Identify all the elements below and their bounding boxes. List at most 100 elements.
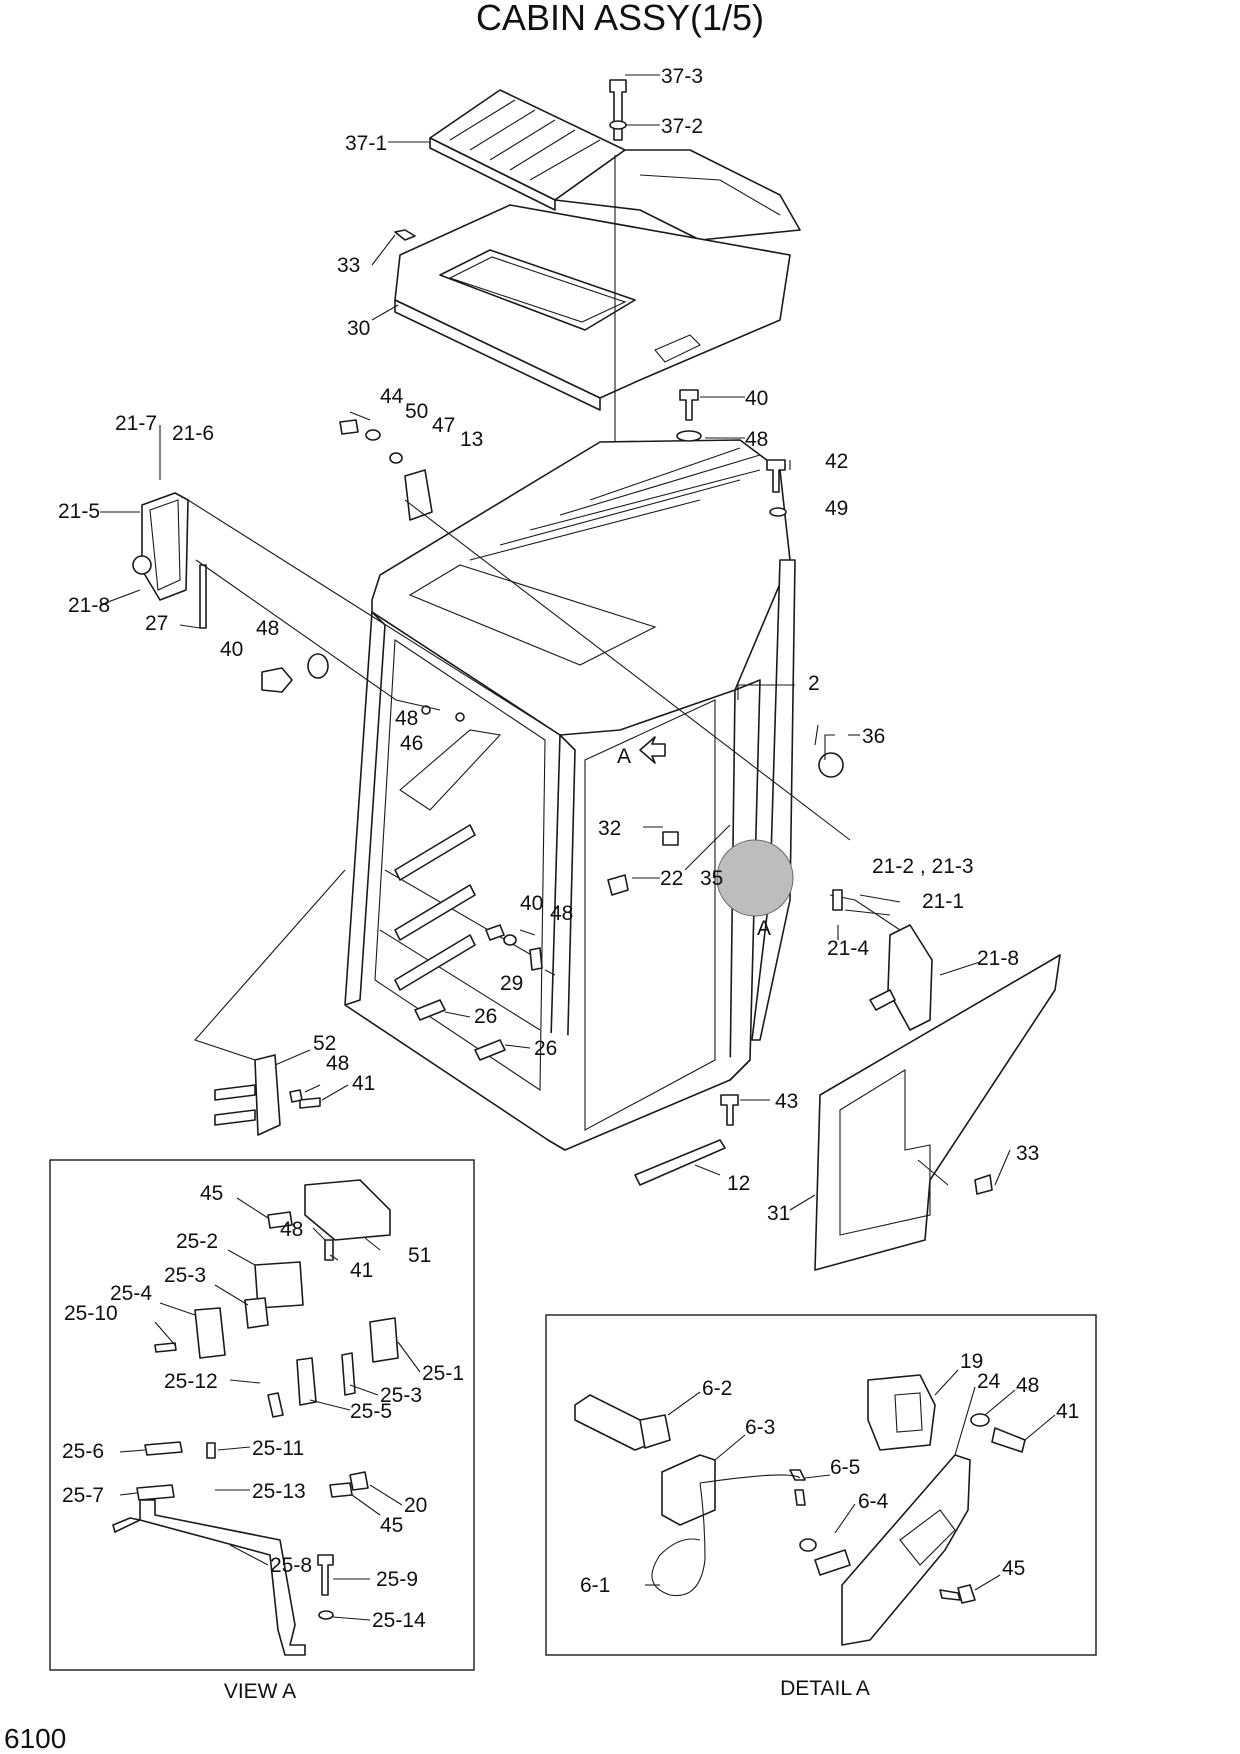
label-32: 32 bbox=[598, 817, 621, 840]
label-26-b: 26 bbox=[534, 1037, 557, 1060]
va-label-45-a: 45 bbox=[200, 1182, 223, 1205]
label-35: 35 bbox=[700, 867, 723, 890]
va-label-25-11: 25-11 bbox=[252, 1437, 304, 1460]
label-21-5: 21-5 bbox=[58, 500, 100, 523]
va-label-25-9: 25-9 bbox=[376, 1568, 418, 1591]
da-label-6-2: 6-2 bbox=[702, 1377, 732, 1400]
side-mirror-right-part bbox=[829, 894, 933, 1031]
view-a-frame bbox=[49, 1159, 475, 1671]
cabin-frame-part bbox=[344, 439, 796, 1151]
da-label-48: 48 bbox=[1016, 1374, 1039, 1397]
label-21-7: 21-7 bbox=[115, 412, 157, 435]
da-label-45: 45 bbox=[1002, 1557, 1025, 1580]
label-30: 30 bbox=[347, 317, 370, 340]
detail-a-highlight bbox=[716, 839, 794, 917]
va-label-25-3-a: 25-3 bbox=[164, 1264, 206, 1287]
label-2: 2 bbox=[808, 672, 820, 695]
label-21-8-left: 21-8 bbox=[68, 594, 110, 617]
detail-a-frame bbox=[545, 1314, 1097, 1656]
label-40-mid: 40 bbox=[520, 892, 543, 915]
da-label-6-5: 6-5 bbox=[830, 1456, 860, 1479]
side-mirror-left-part bbox=[132, 492, 207, 629]
va-label-25-14: 25-14 bbox=[372, 1609, 426, 1632]
view-a-caption: VIEW A bbox=[224, 1680, 296, 1703]
va-label-25-5: 25-5 bbox=[350, 1400, 392, 1423]
page-title: CABIN ASSY(1/5) bbox=[476, 0, 764, 38]
step-plate-part bbox=[634, 1139, 726, 1186]
label-33-top: 33 bbox=[337, 254, 360, 277]
label-40-top: 40 bbox=[745, 387, 768, 410]
label-50: 50 bbox=[405, 400, 428, 423]
label-48-mid: 48 bbox=[395, 707, 418, 730]
da-label-41: 41 bbox=[1056, 1400, 1079, 1423]
label-48-left: 48 bbox=[256, 617, 279, 640]
label-22: 22 bbox=[660, 867, 683, 890]
view-a-parts bbox=[112, 1179, 399, 1656]
label-40-left: 40 bbox=[220, 638, 243, 661]
da-label-19: 19 bbox=[960, 1350, 983, 1373]
label-37-2: 37-2 bbox=[661, 115, 703, 138]
view-arrow-icon bbox=[639, 736, 666, 764]
label-48-low: 48 bbox=[326, 1052, 349, 1075]
da-label-6-4: 6-4 bbox=[858, 1490, 889, 1513]
label-36: 36 bbox=[862, 725, 885, 748]
va-label-25-12: 25-12 bbox=[164, 1370, 218, 1393]
view-a-labels: 45 48 41 51 25-2 25-3 25-4 25-10 25-1 25… bbox=[62, 1182, 464, 1632]
detail-a-caption: DETAIL A bbox=[780, 1677, 870, 1700]
view-a-leaders bbox=[119, 1197, 421, 1621]
label-31: 31 bbox=[767, 1202, 790, 1225]
va-label-45-b: 45 bbox=[380, 1514, 403, 1537]
detail-a-parts bbox=[574, 1374, 1026, 1646]
label-29: 29 bbox=[500, 972, 523, 995]
label-46: 46 bbox=[400, 732, 423, 755]
da-label-6-1: 6-1 bbox=[580, 1574, 610, 1597]
detail-a-labels: 6-2 6-3 6-5 6-4 6-1 19 48 41 24 45 bbox=[580, 1350, 1079, 1597]
va-label-41: 41 bbox=[350, 1259, 373, 1282]
label-52: 52 bbox=[313, 1032, 336, 1055]
va-label-25-4: 25-4 bbox=[110, 1282, 152, 1305]
va-label-25-6: 25-6 bbox=[62, 1440, 104, 1463]
leader-lines-main bbox=[99, 74, 1011, 1211]
label-21-2-21-3: 21-2 , 21-3 bbox=[872, 855, 974, 878]
va-label-25-1: 25-1 bbox=[422, 1362, 464, 1385]
page-number: 6100 bbox=[4, 1723, 66, 1754]
headliner-panel-part bbox=[394, 204, 791, 411]
label-49: 49 bbox=[825, 497, 848, 520]
da-label-24: 24 bbox=[977, 1370, 1001, 1393]
va-label-25-10: 25-10 bbox=[64, 1302, 118, 1325]
va-label-20: 20 bbox=[404, 1494, 427, 1517]
label-37-3: 37-3 bbox=[661, 65, 703, 88]
da-label-6-3: 6-3 bbox=[745, 1416, 775, 1439]
label-47: 47 bbox=[432, 414, 455, 437]
label-43: 43 bbox=[775, 1090, 798, 1113]
label-26-a: 26 bbox=[474, 1005, 497, 1028]
label-48-top: 48 bbox=[745, 428, 768, 451]
label-27: 27 bbox=[145, 612, 168, 635]
va-label-25-13: 25-13 bbox=[252, 1480, 306, 1503]
va-label-51: 51 bbox=[408, 1244, 431, 1267]
label-44: 44 bbox=[380, 385, 404, 408]
marker-a-circle: A bbox=[757, 917, 771, 940]
va-label-25-3-b: 25-3 bbox=[380, 1384, 422, 1407]
label-12: 12 bbox=[727, 1172, 750, 1195]
label-21-4: 21-4 bbox=[827, 937, 869, 960]
side-panel-part bbox=[814, 954, 1061, 1271]
label-48-mid2: 48 bbox=[550, 902, 573, 925]
va-label-25-8: 25-8 bbox=[270, 1554, 312, 1577]
callout-labels-main: 37-3 37-2 37-1 33 30 44 50 47 13 40 48 4… bbox=[58, 65, 1039, 1225]
label-13: 13 bbox=[460, 428, 483, 451]
label-21-6: 21-6 bbox=[172, 422, 214, 445]
marker-a-arrow: A bbox=[617, 745, 631, 768]
label-21-8-right: 21-8 bbox=[977, 947, 1019, 970]
roof-cover-part bbox=[429, 89, 801, 241]
bracket-52-part bbox=[214, 1054, 281, 1136]
label-41-low: 41 bbox=[352, 1072, 375, 1095]
label-33-right: 33 bbox=[1016, 1142, 1039, 1165]
label-42: 42 bbox=[825, 450, 848, 473]
label-21-1: 21-1 bbox=[922, 890, 964, 913]
va-label-25-2: 25-2 bbox=[176, 1230, 218, 1253]
label-37-1: 37-1 bbox=[345, 132, 387, 155]
va-label-25-7: 25-7 bbox=[62, 1484, 104, 1507]
va-label-48: 48 bbox=[280, 1218, 303, 1241]
